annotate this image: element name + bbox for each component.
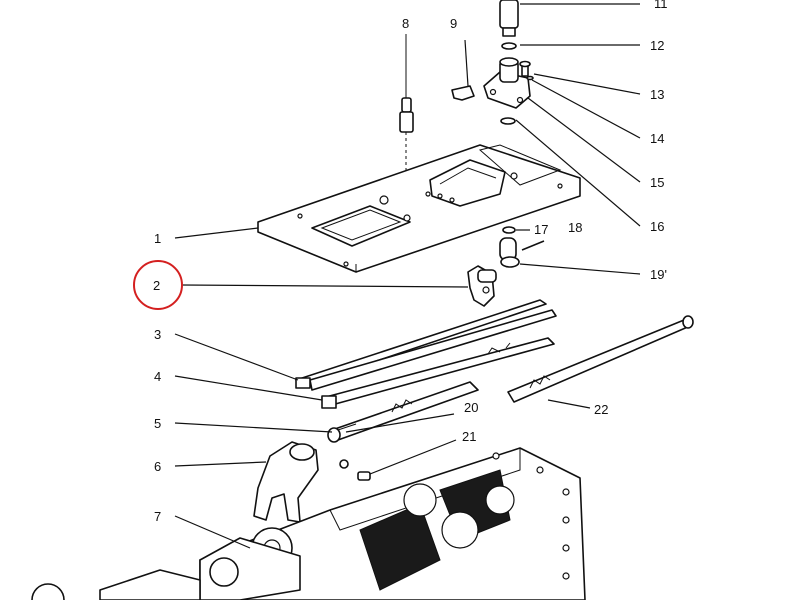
part-6-selector-fork	[253, 441, 319, 523]
label-15: 15	[650, 175, 664, 190]
label-18: 18	[568, 220, 582, 235]
label-17: 17	[534, 222, 548, 237]
part-16-oring	[500, 117, 516, 125]
label-6: 6	[154, 459, 161, 474]
part-7-gearbox-housing	[31, 447, 586, 600]
label-19: 19'	[650, 267, 667, 282]
label-7: 7	[154, 509, 161, 524]
label-20: 20	[464, 400, 478, 415]
part-3-selector-rod	[295, 299, 557, 391]
label-9: 9	[450, 16, 457, 31]
label-13: 13	[650, 87, 664, 102]
part-17-washer	[502, 226, 516, 234]
part-22-selector-rod	[507, 315, 694, 403]
label-8: 8	[402, 16, 409, 31]
label-4: 4	[154, 369, 161, 384]
part-21-screw-nut	[339, 459, 371, 481]
label-21: 21	[462, 429, 476, 444]
part-9-clip	[451, 85, 475, 101]
leader-lines	[174, 3, 641, 549]
label-1: 1	[154, 231, 161, 246]
part-12-washer	[501, 42, 517, 50]
part-14-15-screws	[519, 60, 534, 81]
label-16: 16	[650, 219, 664, 234]
part-18-pin	[521, 240, 545, 251]
label-12: 12	[650, 38, 664, 53]
label-22: 22	[594, 402, 608, 417]
label-2: 2	[153, 278, 160, 293]
part-2-selector-bracket	[467, 265, 497, 307]
part-4-selector-rod	[321, 337, 555, 409]
highlight-circle-part-2	[133, 260, 183, 310]
part-5-selector-rod	[327, 381, 479, 443]
label-14: 14	[650, 131, 664, 146]
part-13-lever-housing	[483, 57, 531, 109]
part-20-pin	[337, 423, 357, 431]
part-11-lever-shaft	[499, 0, 519, 37]
part-labels: 11 12 13 14 15 16 17 18 19' 8 9 1 2 3 4 …	[153, 0, 668, 524]
label-3: 3	[154, 327, 161, 342]
part-19-spring-plunger	[499, 237, 520, 268]
part-8-stud	[399, 34, 414, 218]
label-5: 5	[154, 416, 161, 431]
label-11: 11	[654, 0, 668, 11]
part-1-top-cover-plate	[257, 144, 581, 273]
